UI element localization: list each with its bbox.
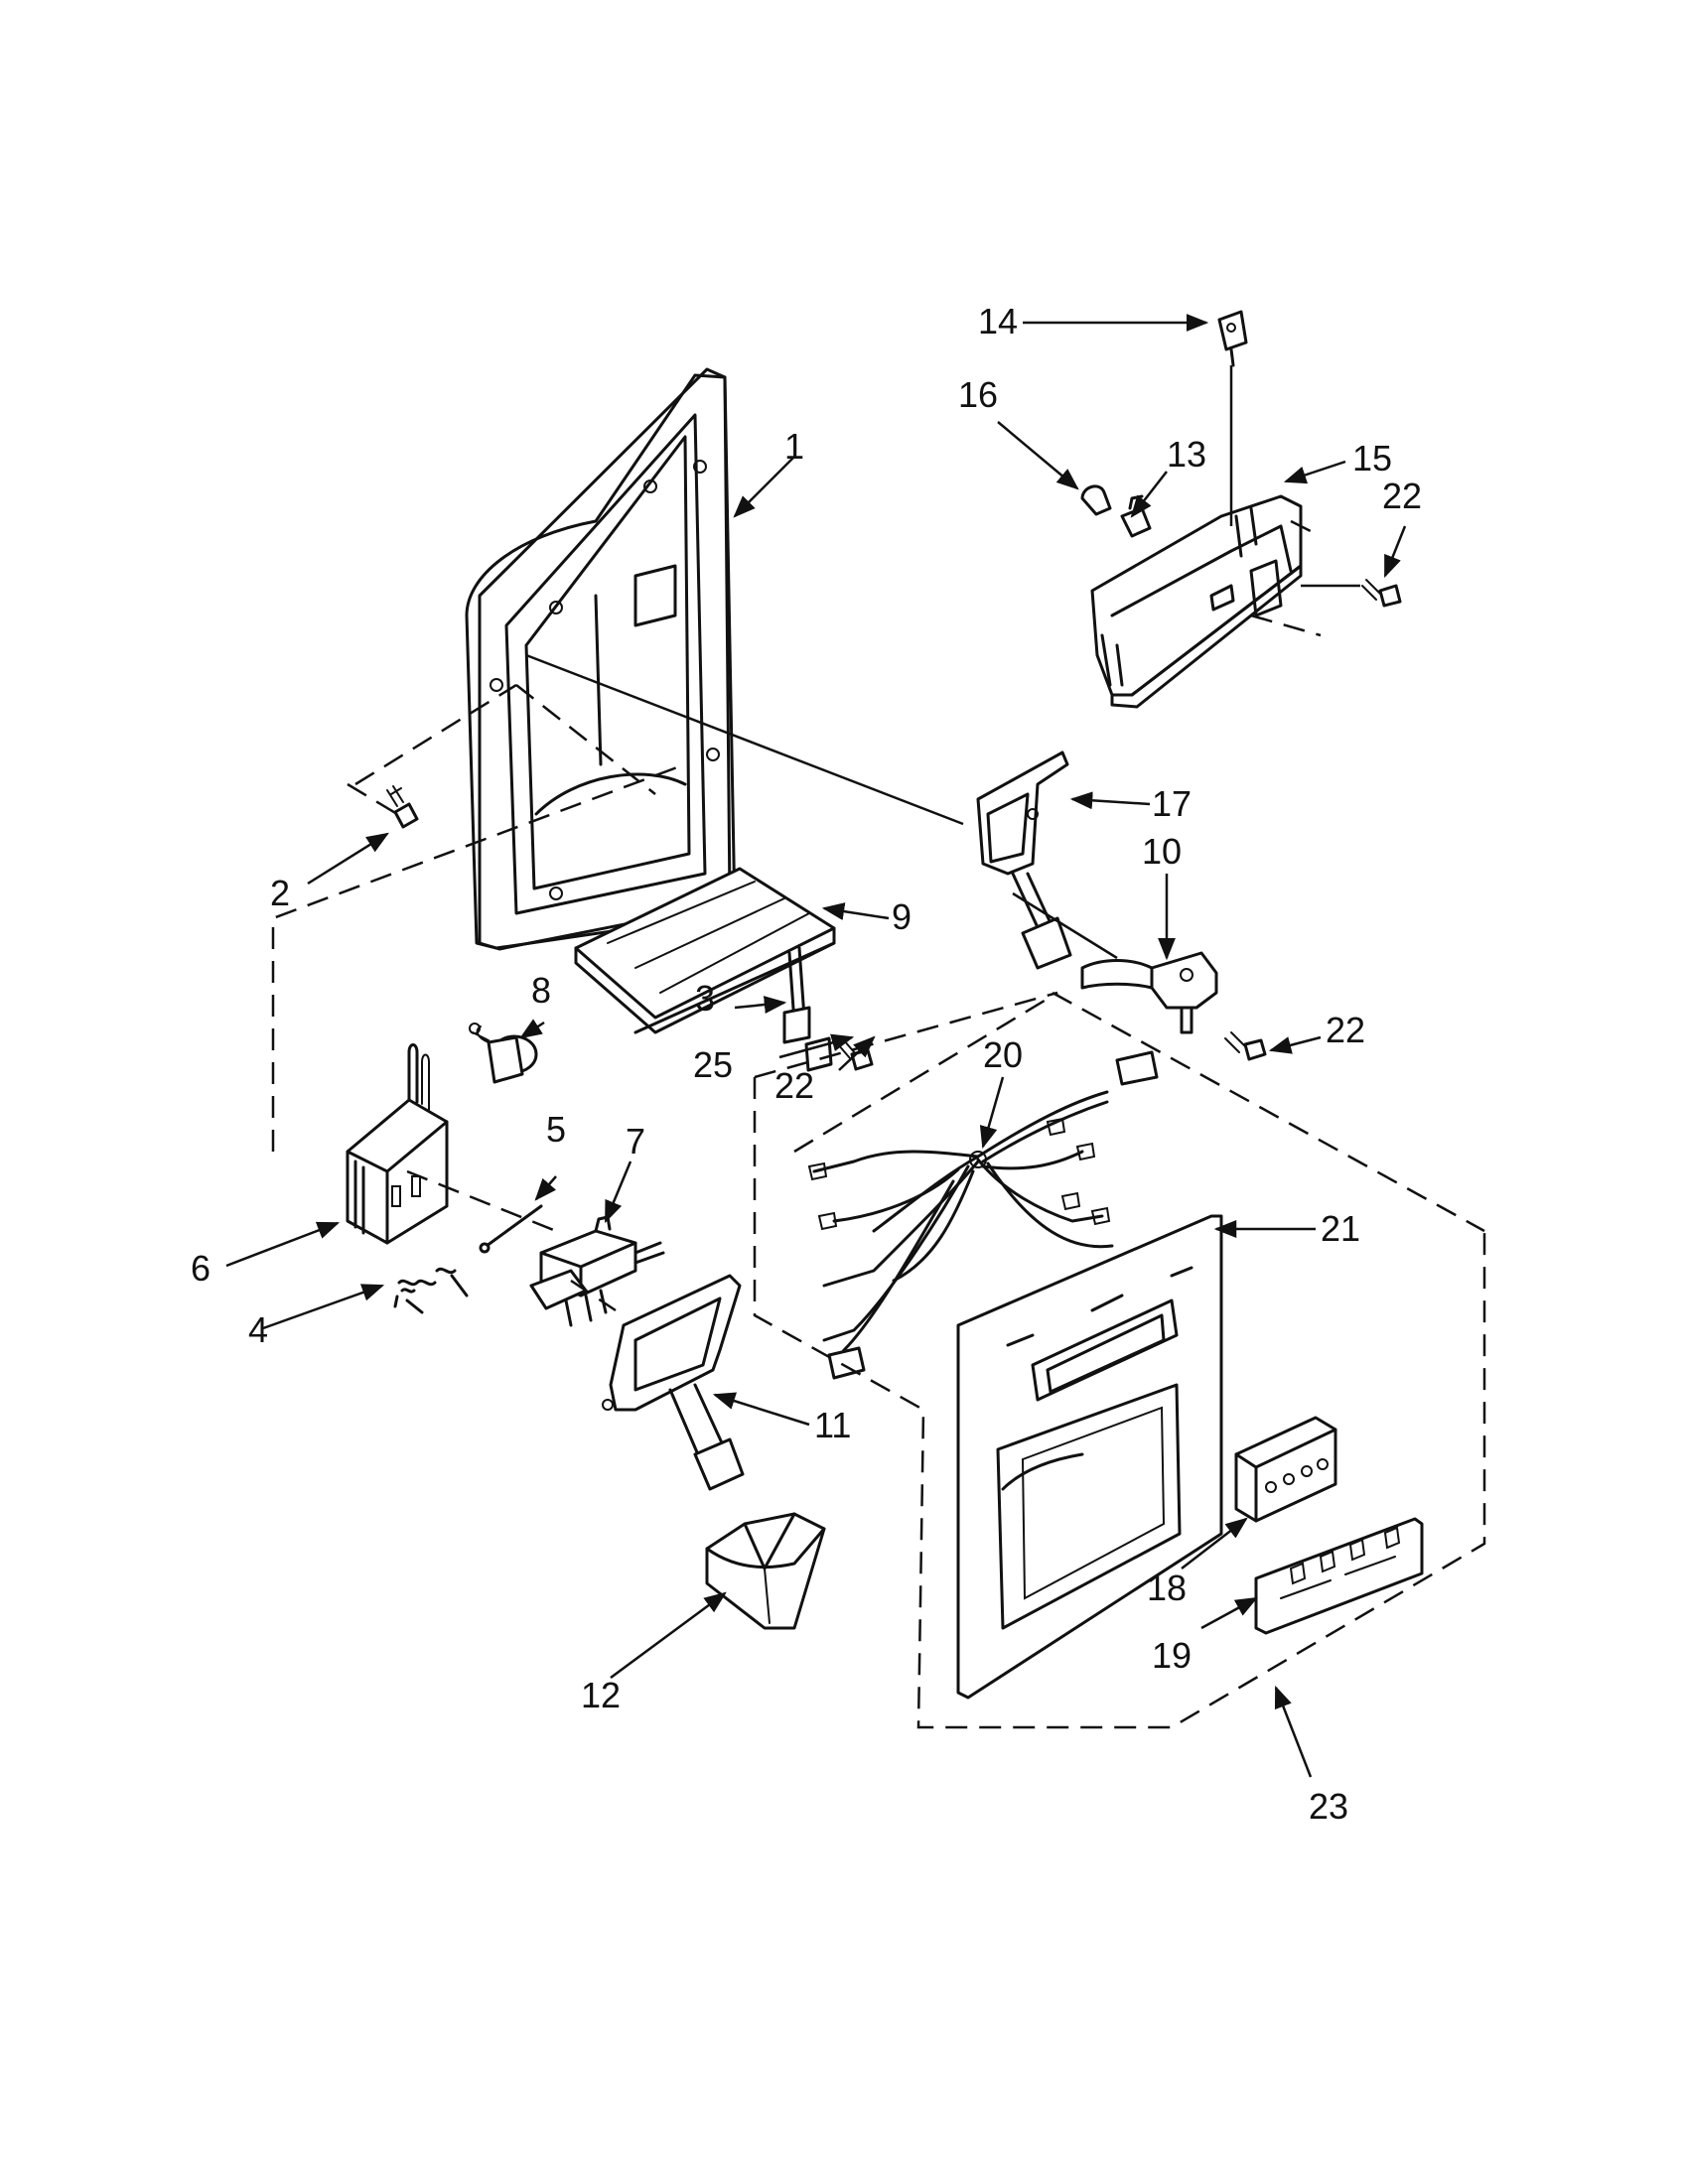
callout-17: 17	[1152, 783, 1192, 824]
callout-21: 21	[1321, 1208, 1360, 1249]
callout-9: 9	[892, 896, 912, 937]
callout-6: 6	[191, 1248, 210, 1289]
callout-10: 10	[1142, 831, 1182, 872]
callout-20: 20	[983, 1034, 1023, 1075]
callout-22-center: 22	[774, 1065, 814, 1106]
callout-11: 11	[814, 1405, 851, 1445]
callout-19: 19	[1152, 1635, 1192, 1676]
part-5-pin	[479, 1204, 543, 1254]
callout-12: 12	[581, 1675, 621, 1715]
part-15-control-housing	[1090, 494, 1303, 709]
part-13-lamp-socket	[1120, 494, 1152, 538]
callout-22-top: 22	[1382, 476, 1422, 516]
part-18-switch-module	[1234, 1416, 1337, 1523]
callout-7: 7	[626, 1121, 645, 1161]
part-2-screw	[386, 785, 419, 829]
part-10-bracket	[1080, 951, 1218, 1034]
part-12-ice-chute	[705, 1512, 826, 1630]
part-11-ice-paddle	[602, 1274, 745, 1491]
callout-23: 23	[1309, 1786, 1348, 1827]
part-16-bulb	[1080, 484, 1112, 516]
callout-25: 25	[693, 1044, 733, 1085]
leader-arrows	[225, 314, 1407, 1778]
part-21-front-panel	[956, 1214, 1223, 1700]
callout-2: 2	[270, 873, 290, 913]
dashed-assembly-lines	[271, 365, 1486, 1729]
part-8-solenoid	[469, 1023, 538, 1084]
callout-22-right: 22	[1326, 1010, 1365, 1050]
part-1-housing-frame	[465, 367, 737, 951]
part-3-clip	[782, 946, 811, 1044]
part-4-springs	[393, 1267, 469, 1314]
callout-3: 3	[695, 978, 715, 1019]
callout-14: 14	[978, 301, 1018, 341]
part-22-screw-top	[1361, 579, 1402, 608]
callout-18: 18	[1147, 1568, 1187, 1608]
callout-5: 5	[546, 1109, 566, 1150]
callout-16: 16	[958, 374, 998, 415]
part-14-switch	[1217, 310, 1248, 367]
part-19-overlay	[1254, 1517, 1424, 1635]
part-7-actuator	[529, 1215, 665, 1327]
callout-8: 8	[531, 970, 551, 1011]
callout-15: 15	[1352, 438, 1392, 478]
callout-4: 4	[248, 1309, 268, 1350]
callout-labels: 1 2 3 4 5 6 7 8 9 10 11 12 13 14 15 16 1…	[191, 301, 1422, 1827]
callout-1: 1	[784, 426, 804, 467]
part-20-wire-harness	[807, 1050, 1159, 1380]
part-6-switch-box	[346, 1043, 449, 1245]
callout-13: 13	[1167, 434, 1206, 475]
part-17-water-paddle	[976, 751, 1072, 970]
part-22-screw-right	[1224, 1031, 1267, 1061]
part-9-chute-door	[574, 867, 836, 1034]
